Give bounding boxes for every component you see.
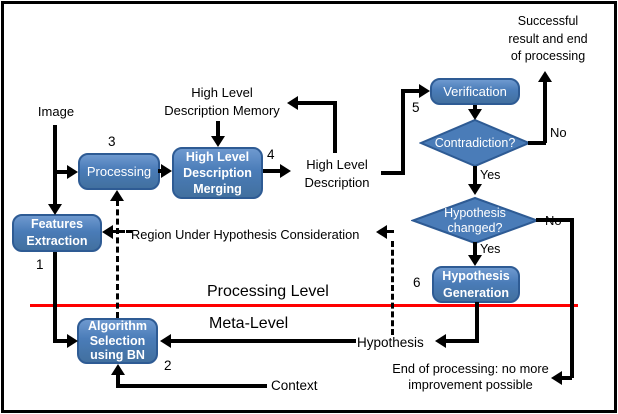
edge-hypgen-to-hypothesis [446,339,479,343]
edge-merging-to-hld [263,169,280,173]
edge-context-horizontal [116,384,267,388]
hypothesis-changed-yes-label: Yes [480,242,501,256]
edge-hld-to-memory-horizontal [298,101,337,105]
dashed-edge-region-h [382,230,394,233]
edge-hld-to-verification-vertical [401,89,405,175]
arrowhead-into-region-label [376,225,387,239]
end-no-improvement-label: End of processing: no more improvement p… [392,361,549,392]
step-number-6: 6 [413,275,421,290]
hypothesis-generation-node: Hypothesis Generation [432,266,520,303]
image-label: Image [37,104,75,119]
arrowhead-into-merging-top [211,136,225,147]
edge-hypchanged-no-vertical [570,218,574,378]
arrowhead-into-features-top [48,204,62,215]
successful-end-label: Successful result and end of processing [508,14,588,63]
arrowhead-into-hypothesis-changed-top [468,184,482,195]
arrowhead-into-algorithm-right [160,334,171,348]
hypothesis-label: Hypothesis [357,335,424,350]
edge-hypchanged-no-h2 [562,376,572,380]
step-number-1: 1 [36,257,44,272]
edge-hld-to-verification-h2 [401,89,419,93]
step-number-4: 4 [267,147,275,162]
edge-features-down [53,252,57,343]
arrowhead-into-algorithm-bottom [111,364,125,375]
dashed-edge-region-to-features [112,230,132,233]
arrowhead-into-features-right [102,225,113,239]
arrowhead-into-processing-left [67,165,78,179]
edge-hypchanged-no-horizontal [536,218,574,222]
edge-hypothesis-to-algorithm [171,339,356,343]
region-under-hypothesis-label: Region Under Hypothesis Consideration [131,227,360,242]
processing-node: Processing [78,153,160,190]
dashed-edge-hypothesis-to-region [391,241,394,335]
hld-memory-label: High Level Description Memory [164,85,280,118]
level-divider-line [30,304,578,307]
edge-processing-to-merging [158,169,163,173]
edge-image-to-features [53,125,57,205]
edge-contradiction-no-horizontal [528,141,546,145]
edge-context-vertical [116,374,120,388]
arrowhead-into-end-label [551,371,562,385]
edge-features-to-algorithm [53,339,67,343]
hypothesis-changed-decision-label: Hypothesis changed? [444,205,506,235]
contradiction-no-label: No [550,125,567,140]
edge-image-to-processing [53,170,67,174]
step-number-5: 5 [412,100,420,115]
edge-hld-to-verification-h1 [381,171,404,175]
step-number-3: 3 [108,134,116,149]
arrowhead-into-verification-left [419,84,430,98]
edge-contradiction-yes [473,166,477,184]
arrowhead-into-hld-label [280,164,291,178]
contradiction-yes-label: Yes [480,168,501,182]
arrowhead-into-successful-end [538,71,552,82]
hypothesis-changed-decision: Hypothesis changed? [411,196,539,245]
arrowhead-into-memory-label [287,96,298,110]
edge-hypchanged-yes [473,242,477,257]
processing-level-label: Processing Level [207,283,329,300]
high-level-description-label: High Level Description [304,157,370,190]
arrowhead-into-algorithm-left [67,334,78,348]
arrowhead-into-merging-left [161,164,172,178]
step-number-2: 2 [164,358,172,373]
algorithm-selection-node: Algorithm Selection using BN [77,318,158,364]
contradiction-decision-label: Contradiction? [434,135,516,150]
edge-contradiction-no-vertical [543,81,547,143]
edge-memory-to-merging [216,121,220,138]
arrowhead-into-hypgen-top [468,255,482,266]
hld-merging-node: High Level Description Merging [172,147,263,199]
features-extraction-node: Features Extraction [12,214,102,252]
arrowhead-into-contradiction-top [468,109,482,120]
edge-hld-to-memory-vertical [333,103,337,153]
arrowhead-into-hypothesis-label [435,334,446,348]
arrowhead-into-processing-bottom [110,190,124,201]
context-label: Context [271,378,318,393]
meta-level-label: Meta-Level [209,315,289,332]
contradiction-decision: Contradiction? [419,118,531,168]
verification-node: Verification [430,78,520,105]
edge-verification-to-contradiction [473,105,477,111]
dashed-edge-algorithm-to-processing [116,200,119,318]
edge-hypgen-down [475,302,479,343]
